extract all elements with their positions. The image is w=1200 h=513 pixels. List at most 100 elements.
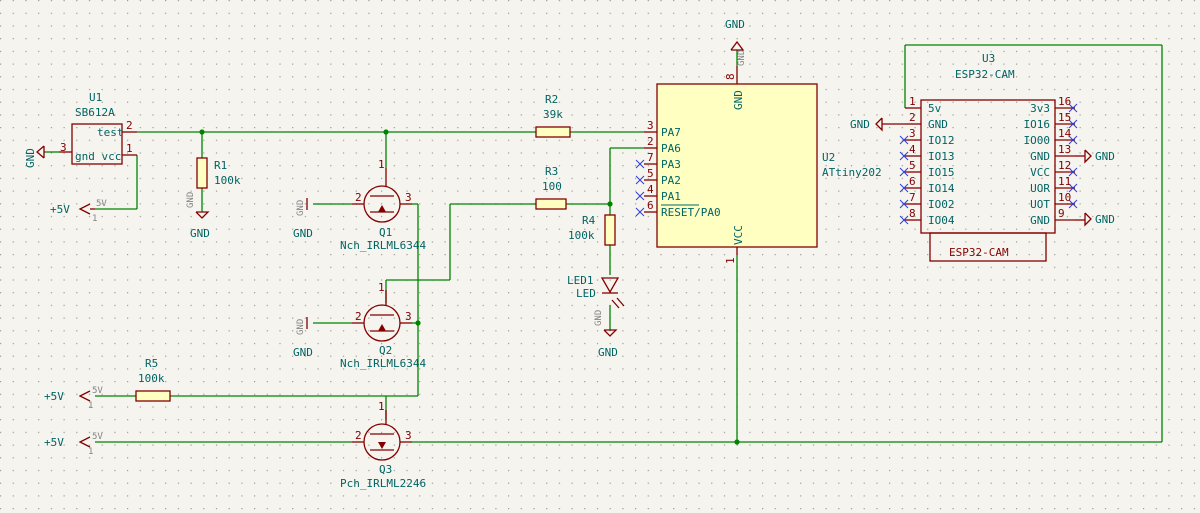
u3-pin-num: 8 (909, 207, 916, 220)
resistor-r3[interactable]: R3 100 (535, 165, 567, 210)
u3-pin-name: GND (928, 118, 948, 131)
u2-vcc-pin: 1 (724, 257, 737, 264)
gnd-symbol-u3-right1: GND (1084, 149, 1115, 164)
gnd-label: GND (1095, 150, 1115, 163)
pwr-sub: GND (594, 310, 604, 326)
q3-pin3: 3 (405, 429, 412, 442)
u3-pin-num: 14 (1058, 127, 1072, 140)
q1-pin2: 2 (355, 191, 362, 204)
mosfet-q2[interactable]: 2 3 1 Q2 Nch_IRLML6344 (340, 281, 426, 370)
mosfet-q1[interactable]: 2 3 1 Q1 Nch_IRLML6344 (340, 158, 426, 252)
r5-value: 100k (138, 372, 165, 385)
r1-value: 100k (214, 174, 241, 187)
u1-pin1-num: 1 (126, 142, 133, 155)
u2-pin-num: 3 (647, 119, 654, 132)
gnd-label: GND (190, 227, 210, 240)
led1-value: LED (576, 287, 596, 300)
u3-left-pin-5v: 15v (905, 95, 942, 115)
pwr-sub: 5V (96, 199, 107, 209)
q1-value: Nch_IRLML6344 (340, 239, 426, 252)
u2-pin-name: PA2 (661, 174, 681, 187)
u3-ref: U3 (982, 52, 995, 65)
q2-ref: Q2 (379, 344, 392, 357)
u1-ref: U1 (89, 91, 102, 104)
u2-gnd-pin: 8 (724, 73, 737, 80)
q2-pin3: 3 (405, 310, 412, 323)
gnd-label: GND (1095, 213, 1115, 226)
u1-pin-gnd-vcc: gnd vcc (75, 150, 121, 163)
u3-pin-num: 13 (1058, 143, 1071, 156)
gnd-symbol-r1: GND GND (186, 192, 210, 240)
resistor-r5[interactable]: R5 100k (135, 357, 171, 402)
u3-pin-num: 9 (1058, 207, 1065, 220)
r5-ref: R5 (145, 357, 158, 370)
u3-pin-name: IO16 (1024, 118, 1051, 131)
module-u3[interactable]: U3 ESP32-CAM ESP32-CAM 15v2GND3IO124IO13… (899, 52, 1085, 262)
pwr-sub: GND (186, 192, 196, 208)
u3-pin-num: 5 (909, 159, 916, 172)
r4-ref: R4 (582, 214, 596, 227)
junctions (199, 129, 740, 445)
v5-symbol-r5: +5V 5V 1 (44, 386, 103, 411)
gnd-label: GND (293, 227, 313, 240)
gnd-label: GND (850, 118, 870, 131)
u2-ref: U2 (822, 151, 835, 164)
u2-pin-name: RESET/PA0 (661, 206, 721, 219)
mosfet-q3[interactable]: 2 3 1 Q3 Pch_IRLML2246 (340, 400, 426, 490)
q3-value: Pch_IRLML2246 (340, 477, 426, 490)
u3-pin-name: 5v (928, 102, 942, 115)
q2-pin2: 2 (355, 310, 362, 323)
led-led1[interactable]: LED1 LED (567, 274, 625, 309)
pwr-sub: GND (296, 319, 306, 335)
u3-pin-name: IO14 (928, 182, 955, 195)
u3-pin-name: VCC (1030, 166, 1050, 179)
u2-pin-name: PA6 (661, 142, 681, 155)
u3-pin-name: GND (1030, 214, 1050, 227)
gnd-symbol-q2: GND GND (293, 317, 313, 359)
u3-pin-num: 7 (909, 191, 916, 204)
v5-label: +5V (44, 390, 64, 403)
u1-module[interactable]: U1 SB612A test gnd vcc 2 3 1 (59, 91, 137, 165)
r3-ref: R3 (545, 165, 558, 178)
gnd-label: GND (293, 346, 313, 359)
u3-pin-name: 3v3 (1030, 102, 1050, 115)
u1-pin3-num: 3 (60, 141, 67, 154)
pwr-sub: 5V (92, 386, 103, 396)
gnd-label: GND (24, 148, 37, 168)
gnd-symbol-q1: GND GND (293, 198, 313, 240)
u3-pin-name: IO15 (928, 166, 955, 179)
resistor-r2[interactable]: R2 39k (535, 93, 571, 138)
pwr-pin: 1 (88, 401, 93, 411)
u3-pin-num: 3 (909, 127, 916, 140)
u3-pin-num: 2 (909, 111, 916, 124)
r1-ref: R1 (214, 159, 227, 172)
u2-pin-name: PA7 (661, 126, 681, 139)
q2-pin1: 1 (378, 281, 385, 294)
q1-ref: Q1 (379, 226, 392, 239)
u1-value: SB612A (75, 106, 115, 119)
u2-pin-num: 7 (647, 151, 654, 164)
q3-pin2: 2 (355, 429, 362, 442)
resistor-r4[interactable]: R4 100k (568, 214, 616, 246)
u2-gnd-name: GND (732, 90, 745, 110)
u2-pin-num: 6 (647, 199, 654, 212)
ic-u2[interactable]: GND VCC 8 1 U2 ATtiny202 3PA72PA67PA35PA… (635, 66, 882, 264)
u1-pin-test: test (97, 126, 124, 139)
r4-value: 100k (568, 229, 595, 242)
resistor-r1[interactable]: R1 100k (196, 157, 241, 189)
